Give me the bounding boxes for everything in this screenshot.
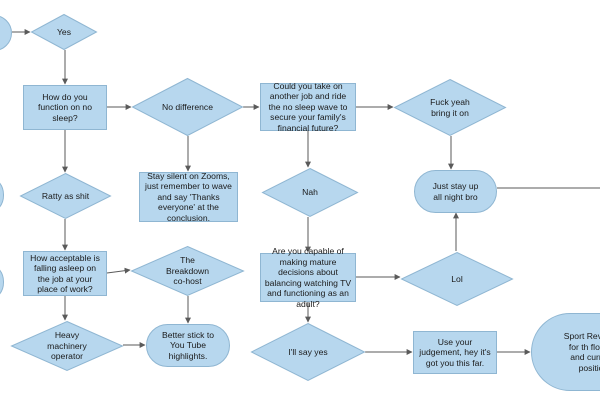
node-fuck-yeah: Fuck yeah bring it on — [393, 78, 507, 137]
node-stay-up-text: Just stay up all night bro — [432, 181, 479, 202]
edge-how-acceptable-to-breakdown — [106, 267, 131, 274]
node-sport-review-text: Sport Rev liability for th flowchart and… — [563, 331, 600, 373]
node-stay-silent-text: Stay silent on Zooms, just remember to w… — [145, 170, 232, 223]
node-take-on-job: Could you take on another job and ride t… — [260, 80, 356, 133]
node-use-judgement-text: Use your judgement, hey it's got you thi… — [419, 336, 491, 368]
node-ill-say-yes: I'll say yes — [250, 322, 366, 382]
node-youtube-text: Better stick to You Tube highlights. — [161, 329, 215, 361]
node-heavy-machinery-text: Heavy machinery operator — [47, 330, 87, 362]
node-take-on-job-text: Could you take on another job and ride t… — [268, 80, 348, 133]
node-how-function-text: How do you function on no sleep? — [38, 91, 92, 123]
node-heavy-machinery: Heavy machinery operator — [10, 320, 124, 372]
node-mature-decisions: Are you capable of making mature decisio… — [260, 246, 356, 309]
node-fuck-yeah-text: Fuck yeah bring it on — [430, 97, 470, 118]
node-how-acceptable: How acceptable is falling asleep on the … — [23, 251, 107, 296]
node-stay-silent: Stay silent on Zooms, just remember to w… — [139, 170, 238, 223]
node-no-difference-text: No difference — [162, 101, 213, 112]
node-lol-text: Lol — [451, 273, 463, 284]
node-stay-up: Just stay up all night bro — [414, 170, 497, 213]
node-mature-decisions-text: Are you capable of making mature decisio… — [264, 246, 352, 309]
node-how-acceptable-text: How acceptable is falling asleep on the … — [30, 252, 100, 295]
node-breakdown: The Breakdown co-host — [130, 245, 245, 297]
node-nah-text: Nah — [302, 187, 318, 198]
node-ratty-text: Ratty as shit — [41, 190, 90, 201]
offscreen-left-node-lower — [0, 263, 4, 301]
node-youtube: Better stick to You Tube highlights. — [146, 324, 230, 367]
node-nah: Nah — [261, 167, 359, 218]
node-use-judgement: Use your judgement, hey it's got you thi… — [413, 331, 497, 374]
node-yes-text: Yes — [56, 26, 72, 37]
node-breakdown-text: The Breakdown co-host — [166, 255, 209, 287]
node-no-difference: No difference — [131, 77, 244, 137]
node-how-function: How do you function on no sleep? — [23, 85, 107, 130]
node-ratty: Ratty as shit — [19, 172, 112, 220]
node-sport-review: Sport Rev liability for th flowchart and… — [531, 313, 600, 391]
offscreen-left-node-top — [0, 15, 12, 51]
offscreen-left-node-middle — [0, 176, 4, 214]
node-lol: Lol — [400, 251, 514, 307]
node-ill-say-yes-text: I'll say yes — [288, 346, 328, 357]
node-yes: Yes — [30, 13, 98, 51]
